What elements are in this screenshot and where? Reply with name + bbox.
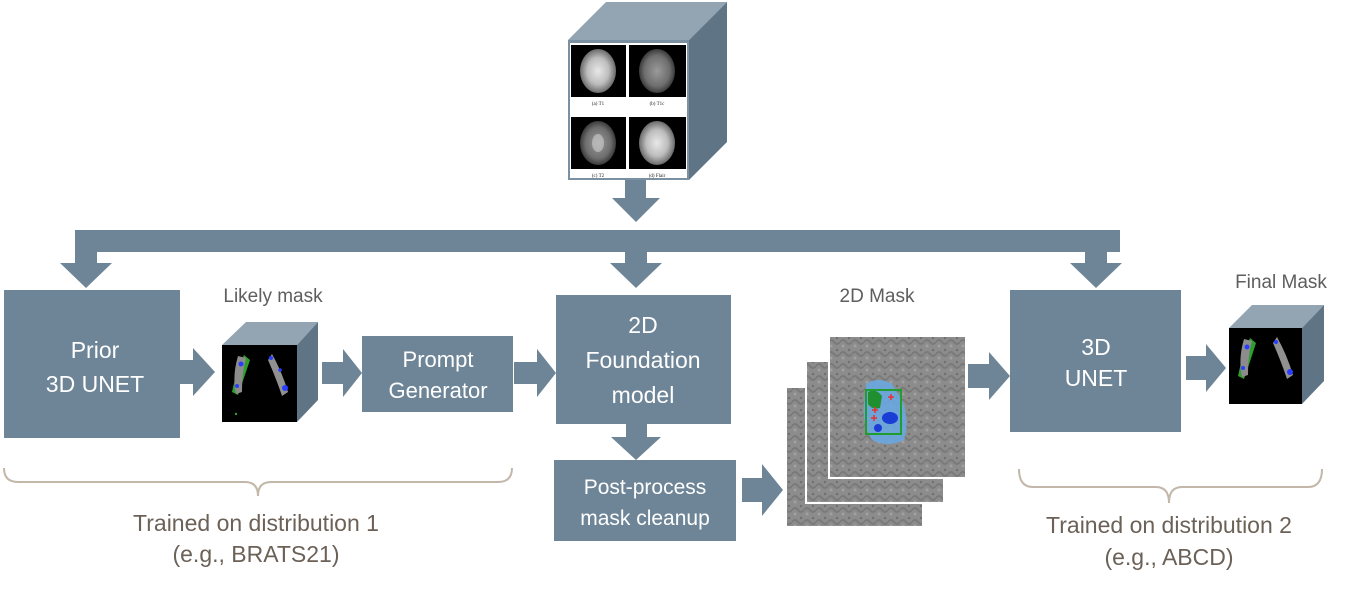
- svg-text:Prior: Prior: [71, 337, 120, 363]
- prior-3d-unet-box: Prior 3D UNET: [4, 290, 180, 438]
- tumor-segmentation-overlay: [863, 380, 907, 444]
- svg-text:Post-process: Post-process: [584, 476, 707, 499]
- arrow-down-cube: [612, 180, 660, 222]
- mri-caption: (d) Flair: [649, 174, 666, 179]
- final-segmentation-image: [1238, 337, 1293, 379]
- likely-mask-cube: [222, 322, 318, 422]
- arrow-right-prompt: [322, 349, 362, 397]
- arrow-down-postprocess: [611, 424, 661, 460]
- distribution-bar: [75, 230, 1120, 252]
- left-bracket-subtitle: (e.g., BRATS21): [172, 541, 339, 567]
- svg-text:UNET: UNET: [1065, 365, 1128, 391]
- right-bracket-subtitle: (e.g., ABCD): [1104, 544, 1233, 570]
- arrow-down-prior: [60, 252, 112, 288]
- arrow-right-mask: [742, 464, 783, 516]
- post-process-box: Post-process mask cleanup: [554, 460, 736, 541]
- svg-text:Foundation: Foundation: [585, 347, 700, 373]
- svg-text:model: model: [612, 382, 675, 408]
- mask-segmentation-image: [232, 354, 288, 416]
- right-bracket-title: Trained on distribution 2: [1046, 512, 1292, 538]
- arrow-down-unet: [1070, 252, 1122, 288]
- arrow-down-foundation: [610, 252, 662, 288]
- final-mask-label: Final Mask: [1235, 272, 1327, 293]
- 2d-mask-label: 2D Mask: [840, 286, 915, 307]
- mri-panel-t1c: (b) T1c: [629, 45, 686, 107]
- foundation-model-box: 2D Foundation model: [556, 295, 731, 424]
- mri-panel-flair: (d) Flair: [629, 117, 686, 179]
- svg-text:3D: 3D: [1081, 334, 1110, 360]
- left-bracket-title: Trained on distribution 1: [133, 510, 379, 536]
- mri-caption: (c) T2: [592, 174, 605, 179]
- mri-panel-t2: (c) T2: [571, 117, 626, 179]
- left-bracket: [3, 467, 513, 497]
- likely-mask-label: Likely mask: [223, 286, 323, 307]
- arrow-right-unet: [968, 352, 1010, 400]
- 3d-unet-box: 3D UNET: [1010, 290, 1181, 432]
- svg-text:2D: 2D: [628, 312, 657, 338]
- 2d-mask-stack: [785, 335, 967, 528]
- arrow-right-likely: [180, 348, 215, 396]
- mri-panel-t1: (a) T1: [571, 45, 626, 107]
- arrow-right-foundation: [514, 349, 556, 397]
- prompt-generator-box: Prompt Generator: [362, 336, 513, 412]
- svg-text:mask cleanup: mask cleanup: [580, 507, 710, 530]
- mri-caption: (b) T1c: [650, 102, 666, 107]
- svg-text:Generator: Generator: [388, 378, 487, 403]
- input-mri-cube: (a) T1 (b) T1c (c) T2 (d) Flair: [568, 2, 727, 180]
- svg-text:Prompt: Prompt: [403, 347, 474, 372]
- right-bracket: [1018, 468, 1323, 504]
- mri-caption: (a) T1: [592, 102, 605, 107]
- arrow-right-final: [1186, 344, 1226, 392]
- svg-text:3D UNET: 3D UNET: [46, 371, 144, 397]
- final-mask-cube: [1229, 305, 1324, 404]
- cube-side-face: [689, 2, 727, 180]
- cube-top-face: [568, 2, 727, 40]
